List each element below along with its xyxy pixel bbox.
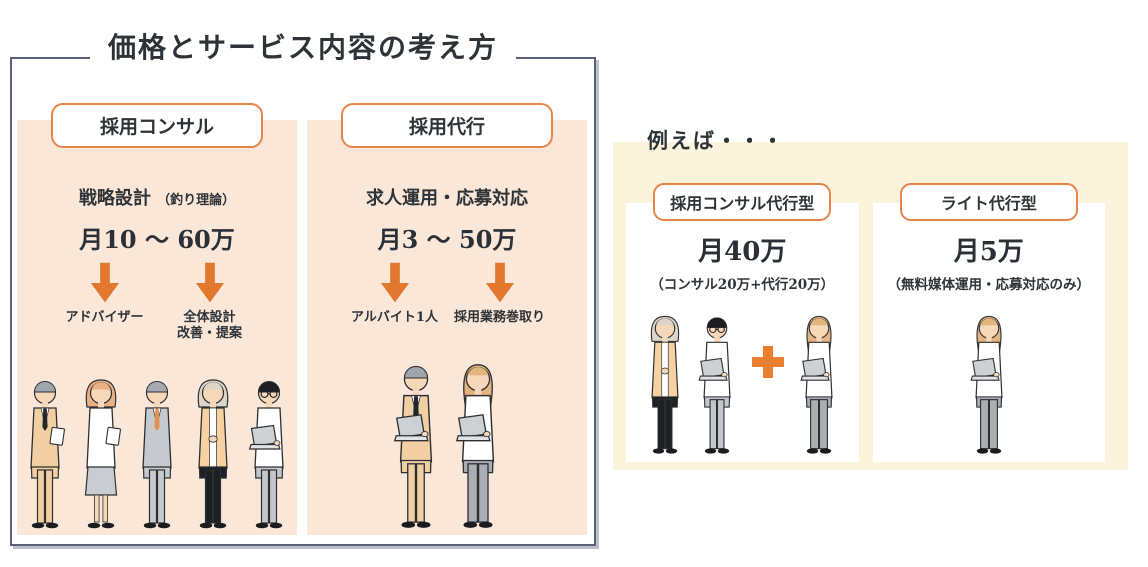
- man-glasses-laptop: [248, 381, 284, 529]
- example-cards: 採用コンサル代行型 月40万 （コンサル20万+代行20万） ライト代行型 月5…: [626, 183, 1105, 462]
- fork-option: 採用業務巻取り: [447, 261, 552, 326]
- card-people-illustration: [639, 309, 845, 457]
- service-description: 戦略設計 （釣り理論）: [79, 184, 235, 210]
- man-tan-suit-documents: [30, 381, 65, 529]
- man-gray-suit: [142, 381, 172, 529]
- people-illustration-consulting-team: [17, 372, 297, 532]
- fork-label: アルバイト1人: [351, 310, 438, 326]
- fork-label-line: 全体設計: [183, 310, 236, 325]
- card-price: 月40万: [698, 237, 787, 267]
- woman-laptop: [970, 315, 1003, 454]
- column-recruit-agency: 採用代行 求人運用・応募対応 月3 〜 50万 アルバイト1人 採用業務巻取り: [307, 103, 587, 535]
- people-illustration-agency-woman: [793, 309, 845, 457]
- price-range: 月3 〜 50万: [377, 225, 517, 254]
- people-illustration-consult-pair: [639, 309, 743, 457]
- column-recruit-consulting: 採用コンサル 戦略設計 （釣り理論） 月10 〜 60万 アドバイザー 全体設計: [17, 103, 297, 535]
- examples-heading: 例えば・・・: [647, 128, 785, 153]
- fork-row: アルバイト1人 採用業務巻取り: [342, 261, 552, 326]
- fork-label: アドバイザー: [65, 310, 143, 326]
- price-range: 月10 〜 60万: [79, 225, 235, 254]
- page-title: 価格とサービス内容の考え方: [89, 26, 517, 66]
- people-illustration-agency-pair: [385, 356, 509, 532]
- man-glasses-laptop: [698, 317, 731, 454]
- woman-peach-cardigan: [651, 315, 680, 454]
- people-illustration-agency-woman: [963, 309, 1015, 457]
- fork-label-line: アルバイト1人: [351, 310, 438, 325]
- examples-panel: 例えば・・・ 採用コンサル代行型 月40万 （コンサル20万+代行20万） ライ…: [613, 128, 1128, 470]
- card-label-badge: 採用コンサル代行型: [653, 183, 832, 221]
- fork-option: 全体設計 改善・提案: [157, 261, 262, 343]
- card-people-illustration: [963, 309, 1015, 457]
- card-price-note: （無料媒体運用・応募対応のみ）: [887, 277, 1091, 293]
- fork-label-line: アドバイザー: [65, 310, 144, 325]
- card-price-note: （コンサル20万+代行20万）: [650, 277, 835, 293]
- block-arrow-down-icon: [485, 262, 514, 303]
- card-label-badge: ライト代行型: [899, 183, 1078, 221]
- service-description: 求人運用・応募対応: [366, 184, 528, 210]
- fork-option: アドバイザー: [52, 261, 157, 343]
- woman-laptop: [800, 315, 833, 454]
- woman-white-blouse-folder: [84, 379, 121, 529]
- block-arrow-down-icon: [195, 262, 224, 303]
- card-consult-agency-type: 採用コンサル代行型 月40万 （コンサル20万+代行20万）: [626, 183, 859, 462]
- service-note-text: （釣り理論）: [157, 193, 236, 208]
- man-tan-suit-laptop: [393, 365, 433, 528]
- pricing-columns: 採用コンサル 戦略設計 （釣り理論） 月10 〜 60万 アドバイザー 全体設計: [12, 59, 594, 544]
- card-price: 月5万: [953, 237, 1024, 267]
- column-label-badge: 採用代行: [341, 103, 553, 148]
- fork-label: 採用業務巻取り: [454, 310, 545, 326]
- plus-icon: [752, 346, 785, 378]
- pricing-overview-box: 価格とサービス内容の考え方 採用コンサル 戦略設計 （釣り理論） 月10 〜 6…: [10, 26, 596, 546]
- fork-label-line: 改善・提案: [176, 326, 242, 342]
- service-main-text: 戦略設計: [78, 188, 151, 209]
- card-light-agency-type: ライト代行型 月5万 （無料媒体運用・応募対応のみ）: [872, 183, 1105, 462]
- block-arrow-down-icon: [380, 262, 409, 303]
- column-label-badge: 採用コンサル: [51, 103, 263, 148]
- fork-option: アルバイト1人: [342, 261, 447, 326]
- fork-label: 全体設計 改善・提案: [177, 310, 242, 343]
- service-main-text: 求人運用・応募対応: [366, 188, 528, 209]
- woman-laptop: [455, 364, 495, 528]
- fork-row: アドバイザー 全体設計 改善・提案: [52, 261, 262, 343]
- fork-label-line: 採用業務巻取り: [453, 310, 545, 325]
- woman-peach-cardigan: [197, 379, 229, 529]
- block-arrow-down-icon: [90, 262, 119, 303]
